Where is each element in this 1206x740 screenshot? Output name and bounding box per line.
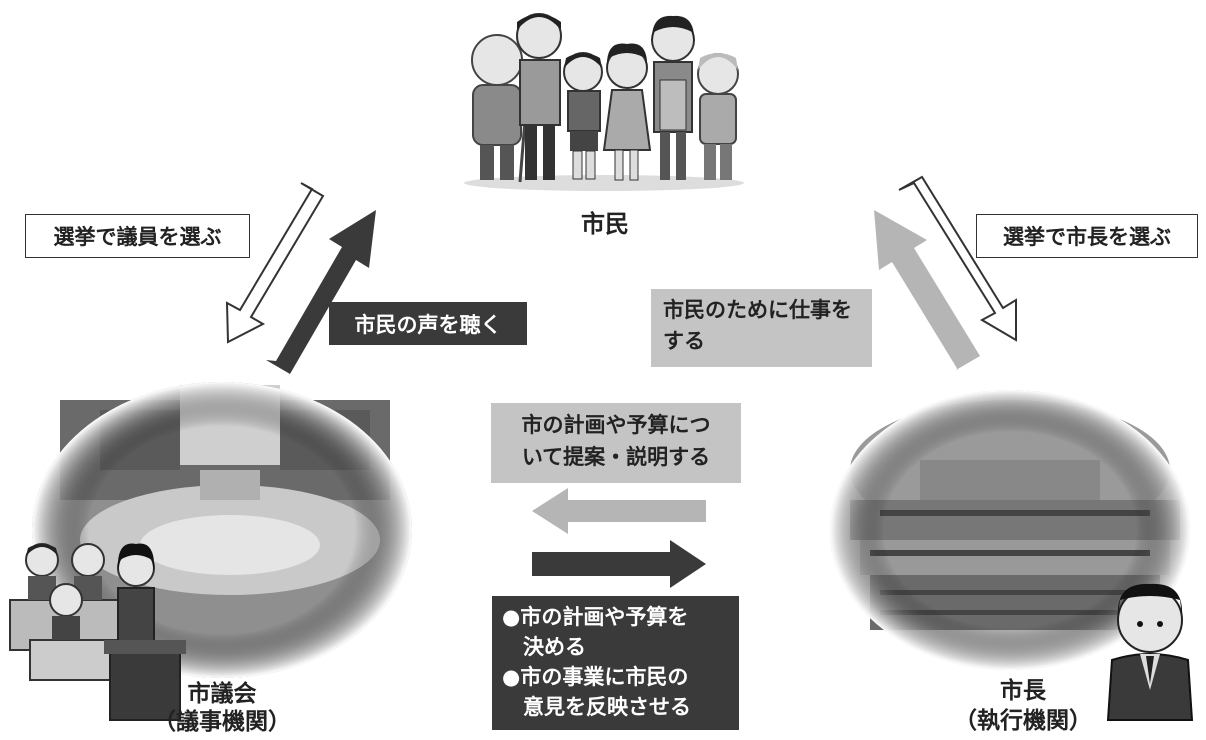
mayor-label-line1: 市長 [1000, 678, 1046, 704]
citizens-illustration [464, 13, 744, 191]
elect-mayor-text: 選挙で市長を選ぶ [1003, 225, 1171, 249]
arrow-elect-mayor [898, 175, 1017, 342]
propose-line2: いて提案・説明する [521, 445, 711, 469]
reflect-line1: ●市の事業に市民の [502, 665, 689, 689]
arrow-propose [532, 488, 706, 534]
council-label-line1: 市議会 [187, 681, 257, 707]
council-label: 市議会 （議事機関） [152, 680, 292, 736]
elect-council-box: 選挙で議員を選ぶ [25, 214, 250, 258]
city-hall-photo [830, 390, 1190, 670]
work-for-citizens-box: 市民のために仕事を する [651, 289, 872, 367]
listen-citizens-text: 市民の声を聴く [354, 312, 502, 337]
elect-mayor-box: 選挙で市長を選ぶ [976, 214, 1198, 258]
mayor-label: 市長 （執行機関） [948, 676, 1098, 736]
decide-line1: ●市の計画や予算を [502, 605, 689, 629]
arrow-decide [532, 540, 706, 588]
mayor-illustration [1106, 583, 1194, 721]
propose-line1: 市の計画や予算につ [521, 413, 711, 437]
council-label-line2: （議事機関） [153, 709, 291, 735]
decide-box: ●市の計画や予算を 決める ●市の事業に市民の 意見を反映させる [492, 596, 739, 730]
work-for-citizens-line2: する [663, 329, 705, 353]
listen-citizens-box: 市民の声を聴く [329, 302, 527, 345]
elect-council-text: 選挙で議員を選ぶ [53, 225, 222, 249]
arrow-work-for-citizens [874, 210, 980, 370]
decide-line2: 決める [502, 635, 586, 659]
arrow-listen-citizens [266, 210, 376, 374]
mayor-label-line2: （執行機関） [954, 708, 1092, 734]
council-members-illustration [9, 543, 186, 721]
arrow-elect-council [225, 182, 325, 344]
propose-box: 市の計画や予算につ いて提案・説明する [491, 403, 741, 483]
citizens-label: 市民 [581, 210, 629, 238]
reflect-line2: 意見を反映させる [502, 695, 691, 719]
work-for-citizens-line1: 市民のために仕事を [663, 298, 852, 322]
